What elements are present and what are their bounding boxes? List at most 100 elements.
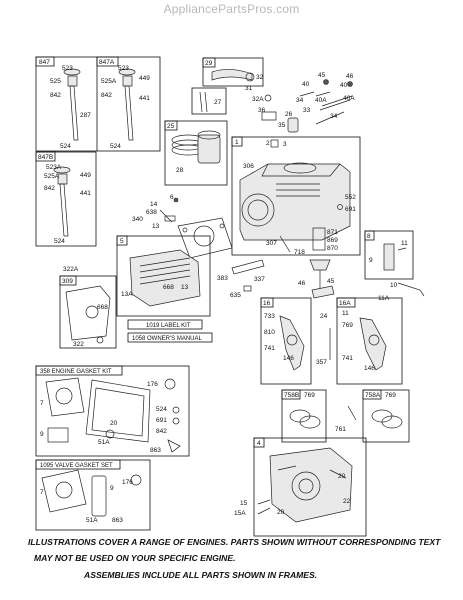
svg-text:306: 306 — [243, 163, 254, 170]
svg-text:36: 36 — [258, 107, 266, 114]
cylinder-block-frame: 1 2 3 306 552 691 871 869 870 307 718 — [231, 136, 361, 256]
frame-847B — [35, 151, 97, 247]
camshaft-parts: 383 337 635 46 45 10 11A — [217, 259, 425, 302]
svg-text:441: 441 — [139, 95, 150, 102]
svg-text:45: 45 — [318, 72, 326, 79]
svg-text:11A: 11A — [378, 295, 390, 302]
svg-text:45: 45 — [327, 278, 335, 285]
svg-text:525A: 525A — [101, 78, 117, 85]
sump-frame: 4 20 15 15A 20 22 — [234, 437, 367, 537]
svg-text:31: 31 — [245, 85, 253, 92]
svg-text:40: 40 — [302, 81, 310, 88]
svg-text:29: 29 — [205, 60, 213, 67]
svg-text:524: 524 — [60, 143, 71, 150]
svg-text:842: 842 — [156, 428, 167, 435]
svg-text:523: 523 — [118, 65, 129, 72]
footer-note-line-1: ILLUSTRATIONS COVER A RANGE OF ENGINES. … — [28, 537, 441, 547]
svg-text:635: 635 — [230, 292, 241, 299]
svg-text:11: 11 — [401, 240, 408, 247]
svg-text:523A: 523A — [46, 164, 62, 171]
svg-text:322: 322 — [73, 341, 84, 348]
cylinder-head-frame: 5 13A 668 13 — [116, 235, 211, 317]
svg-text:14: 14 — [150, 201, 158, 208]
frame-758A: 758A 769 — [362, 389, 410, 443]
rocker-arm — [211, 69, 253, 81]
engine-sump — [269, 447, 353, 523]
dipstick-cap — [63, 68, 81, 76]
svg-text:741: 741 — [342, 355, 353, 362]
svg-text:340: 340 — [132, 216, 143, 223]
svg-text:668: 668 — [97, 304, 108, 311]
svg-text:8: 8 — [367, 233, 371, 240]
frame-847-outer — [35, 56, 161, 152]
svg-text:46: 46 — [298, 280, 306, 287]
svg-text:758A: 758A — [365, 392, 381, 399]
svg-text:691: 691 — [156, 417, 167, 424]
svg-text:15A: 15A — [234, 510, 246, 517]
svg-text:871: 871 — [327, 229, 338, 236]
svg-text:322A: 322A — [63, 266, 79, 273]
svg-text:20: 20 — [110, 420, 118, 427]
svg-text:13: 13 — [152, 223, 160, 230]
base-gasket — [85, 379, 151, 443]
svg-text:16: 16 — [263, 300, 271, 307]
rocker-arm-frame: 29 32 — [202, 57, 264, 87]
svg-text:769: 769 — [385, 392, 396, 399]
owners-manual: 1058 OWNER'S MANUAL — [132, 336, 202, 342]
svg-text:26: 26 — [285, 111, 293, 118]
svg-text:9: 9 — [369, 257, 373, 264]
svg-text:863: 863 — [150, 447, 161, 454]
svg-text:7: 7 — [40, 400, 44, 407]
svg-text:441: 441 — [80, 190, 91, 197]
svg-text:32: 32 — [256, 74, 264, 81]
valve-gasket-set-frame: 1095 VALVE GASKET SET 7 9 176 51A 863 — [35, 459, 151, 531]
svg-text:733: 733 — [264, 313, 275, 320]
dipstick-tube — [69, 85, 79, 141]
svg-text:383: 383 — [217, 275, 228, 282]
svg-text:761: 761 — [335, 426, 346, 433]
svg-text:524: 524 — [54, 238, 65, 245]
svg-text:146: 146 — [283, 355, 294, 362]
svg-text:51A: 51A — [86, 517, 98, 524]
frame-758B: 758B 769 — [281, 389, 327, 443]
svg-text:287: 287 — [80, 112, 91, 119]
svg-text:9: 9 — [110, 485, 114, 492]
engine-gasket-kit-title: 358 ENGINE GASKET KIT — [40, 369, 112, 375]
site-watermark: AppliancePartsPros.com — [163, 2, 300, 16]
svg-text:1: 1 — [235, 139, 239, 146]
svg-text:842: 842 — [50, 92, 61, 99]
svg-text:449: 449 — [139, 75, 150, 82]
svg-text:769: 769 — [304, 392, 315, 399]
svg-text:307: 307 — [266, 240, 277, 247]
svg-text:40: 40 — [340, 82, 348, 89]
frame-label-847A: 847A — [99, 59, 115, 66]
svg-text:9: 9 — [40, 431, 44, 438]
svg-text:176: 176 — [122, 479, 133, 486]
svg-text:638: 638 — [146, 209, 157, 216]
head-gasket — [177, 217, 233, 259]
svg-text:28: 28 — [176, 167, 184, 174]
svg-text:4: 4 — [257, 440, 261, 447]
svg-text:357: 357 — [316, 359, 327, 366]
svg-text:5: 5 — [120, 238, 124, 245]
svg-text:309: 309 — [62, 278, 73, 285]
frame-label-847: 847 — [39, 59, 50, 66]
svg-text:146: 146 — [364, 365, 375, 372]
svg-text:10: 10 — [390, 282, 398, 289]
frame-8: 8 11 9 — [364, 230, 414, 280]
svg-text:20: 20 — [277, 509, 285, 516]
svg-text:769: 769 — [342, 322, 353, 329]
crankshaft — [279, 315, 305, 371]
svg-text:2: 2 — [266, 140, 270, 147]
svg-text:337: 337 — [254, 276, 265, 283]
svg-text:668: 668 — [163, 284, 174, 291]
breather-hardware: 6 14 638 340 13 — [132, 194, 179, 230]
svg-text:449: 449 — [80, 172, 91, 179]
valve-gasket-set-title: 1095 VALVE GASKET SET — [40, 463, 113, 469]
piston — [197, 134, 221, 164]
svg-text:22: 22 — [343, 498, 351, 505]
crankshaft-frame-16: 16 733 810 741 146 24 357 — [260, 297, 331, 385]
frame-309: 322A 309 668 322 — [59, 266, 117, 349]
svg-text:524: 524 — [156, 406, 167, 413]
